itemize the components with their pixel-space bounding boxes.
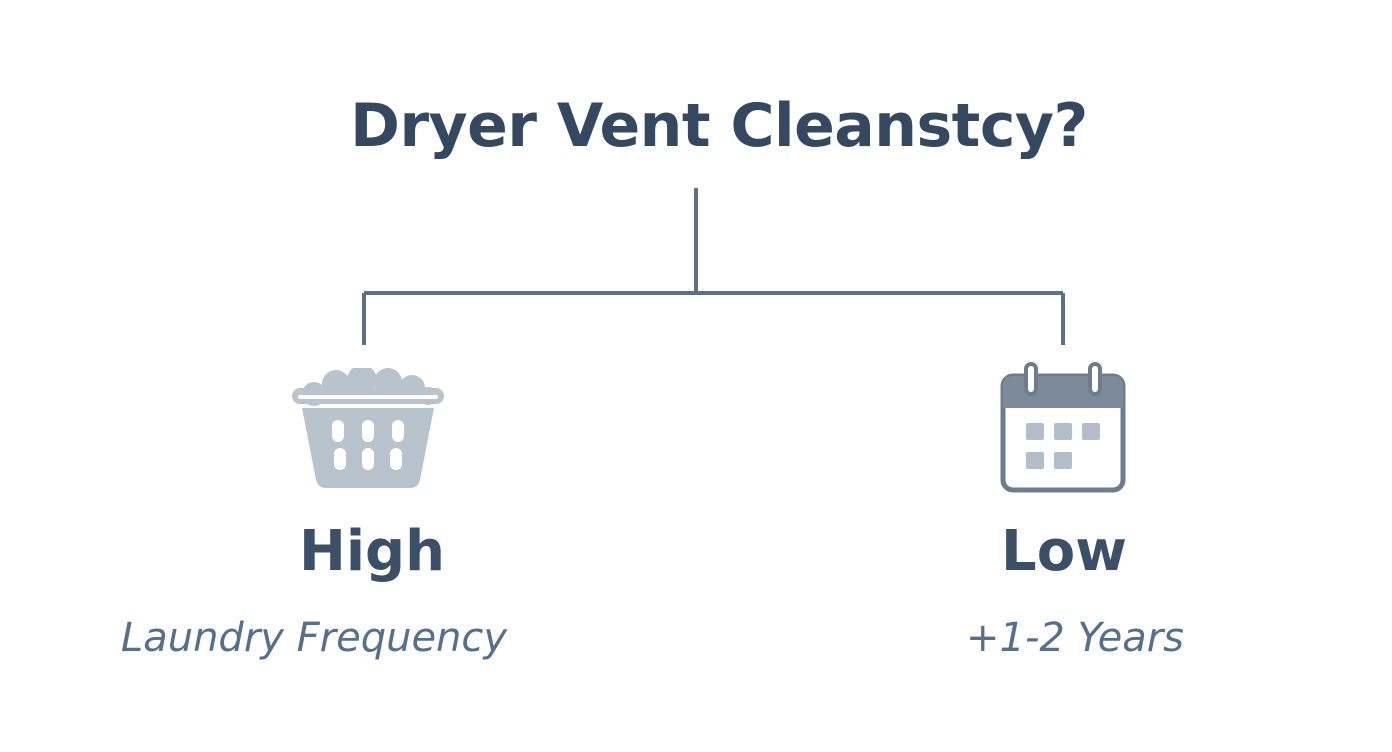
branch-sublabel-right: +1-2 Years xyxy=(965,615,1184,661)
calendar-icon xyxy=(998,360,1128,494)
branch-label-low: Low xyxy=(1001,519,1127,584)
laundry-basket-icon xyxy=(290,365,446,492)
branch-label-high: High xyxy=(298,519,445,584)
branch-sublabel-left: Laundry Frequency xyxy=(120,615,508,661)
diagram-title: Dryer Vent Cleanstcy? xyxy=(350,91,1088,161)
